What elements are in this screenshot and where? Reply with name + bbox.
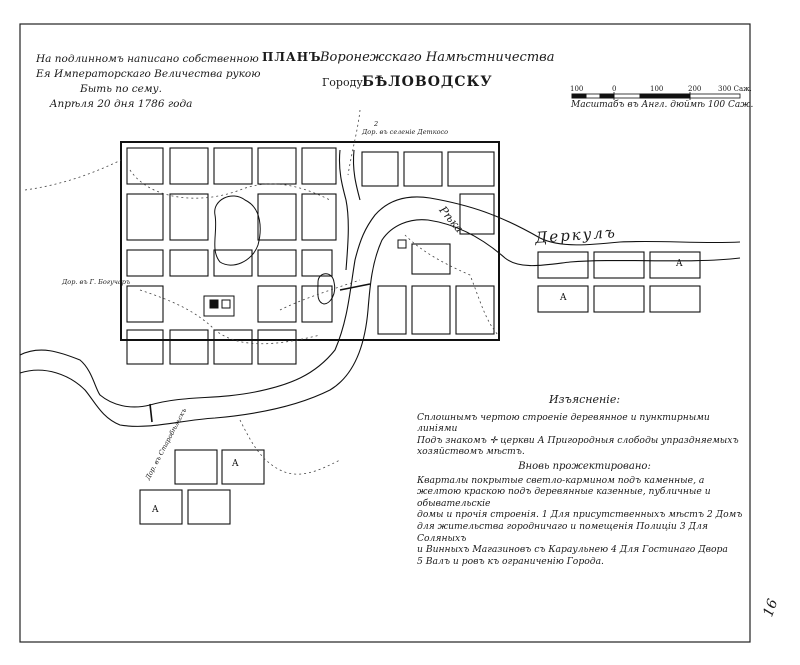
dedication-line-3: Быть по сему.	[80, 83, 162, 95]
map-title-city-prefix: Городу	[322, 76, 363, 89]
dedication-line-4: Апрѣля 20 дня 1786 года	[49, 98, 193, 110]
legend-existing-line: Подъ знакомъ ✛ церкви А Пригородныя слоб…	[417, 434, 739, 446]
legend-projected-line: для жительства городничаго и помещенiя П…	[417, 520, 708, 544]
river-derkul	[19, 149, 741, 427]
legend-projected-line: домы и прочiя строенiя. 1 Для присутстве…	[417, 509, 743, 521]
map-title-city: БѢЛОВОДСКУ	[362, 74, 493, 90]
city-rampart	[120, 141, 500, 341]
legend-projected-line: и Винныхъ Магазиновъ съ Караульнею 4 Для…	[417, 544, 728, 556]
svg-text:A: A	[151, 505, 159, 515]
legend-existing-line: хозяйствомъ мѣстъ.	[417, 446, 525, 458]
map-title-plan: ПЛАНЪ	[262, 50, 322, 64]
scale-tick: 0	[612, 85, 617, 93]
legend-projected-line: 5 Валъ и ровъ къ ограниченiю Города.	[417, 555, 604, 567]
legend-title: Изъясненiе:	[548, 393, 621, 406]
legend: Изъясненiе: Сплошнымъ чертою строенiе де…	[417, 394, 752, 567]
suburb-markers: A A A A	[151, 259, 683, 515]
scale-tick: 100	[570, 85, 584, 93]
scale-tick: 300 Саж.	[718, 85, 752, 93]
city-blocks	[120, 141, 701, 525]
scale-label: Масштабъ въ Англ. дюймѣ 100 Саж.	[571, 100, 754, 110]
imperial-dedication: На подлинномъ написано собственною Ея Им…	[36, 52, 261, 112]
scale-tick: 100	[650, 85, 664, 93]
road-label-top: Дор. въ селенiе Деткосо	[362, 128, 449, 136]
svg-text:A: A	[231, 459, 239, 469]
legend-projected-line: желтою краскою подъ деревянные казенные,…	[417, 486, 711, 509]
bridges	[149, 283, 371, 423]
legend-projected-line: Кварталы покрытые светло-кармином подъ к…	[417, 474, 705, 486]
scale-tick: 200	[688, 85, 702, 93]
sheet-border	[19, 23, 751, 643]
legend-existing-line: Сплошнымъ чертою строенiе деревянное и п…	[417, 411, 710, 435]
svg-text:A: A	[675, 259, 683, 269]
central-square	[203, 239, 407, 317]
legend-projected-title: Вновь прожектировано:	[518, 460, 651, 472]
scale-bar	[571, 92, 741, 100]
map-title-governorate: Воронежскаго Намѣстничества	[320, 50, 555, 65]
svg-text:A: A	[559, 293, 567, 303]
dedication-line-2: Ея Императорскаго Величества рукою	[36, 68, 261, 80]
road-label-left: Дор. въ Г. Богучаръ	[62, 278, 131, 286]
roads	[24, 109, 499, 475]
dedication-line-1: На подлинномъ написано собственною	[36, 53, 259, 65]
street-number: 2	[374, 120, 379, 128]
